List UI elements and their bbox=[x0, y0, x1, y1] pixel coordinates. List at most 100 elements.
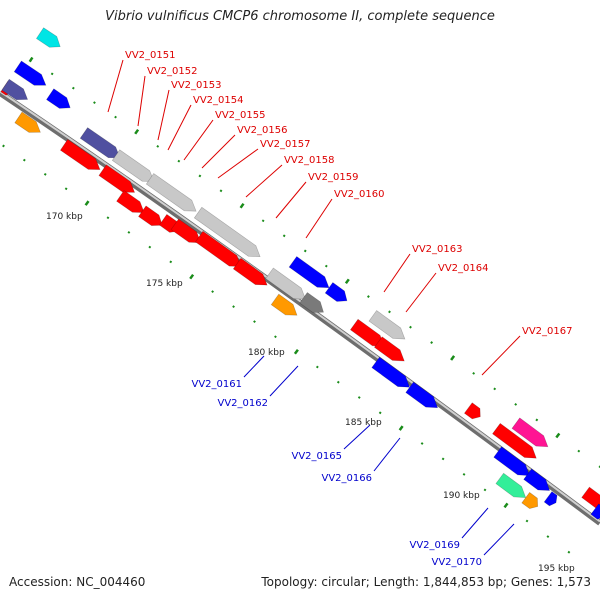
gene-arrow[interactable] bbox=[299, 292, 324, 313]
gene-label-vv2-0155[interactable]: VV2_0155 bbox=[215, 110, 266, 121]
scale-tick bbox=[114, 115, 117, 119]
gene-arrow[interactable] bbox=[523, 468, 551, 491]
gene-arrow[interactable] bbox=[13, 60, 47, 86]
gene-label-vv2-0158[interactable]: VV2_0158 bbox=[284, 155, 335, 166]
gene-arrow[interactable] bbox=[324, 282, 348, 302]
gene-arrow[interactable] bbox=[59, 138, 101, 170]
gene-label-vv2-0161[interactable]: VV2_0161 bbox=[192, 379, 243, 390]
kbp-label-170: 170 kbp bbox=[46, 212, 83, 222]
scale-tick bbox=[219, 189, 223, 193]
gene-arrow[interactable] bbox=[193, 206, 261, 258]
gene-label-vv2-0152[interactable]: VV2_0152 bbox=[147, 66, 198, 77]
scale-tick bbox=[134, 128, 140, 135]
gene-label-vv2-0154[interactable]: VV2_0154 bbox=[193, 95, 244, 106]
gene-arrow[interactable] bbox=[373, 336, 405, 362]
gene-label-vv2-0170[interactable]: VV2_0170 bbox=[432, 557, 483, 568]
gene-arrow[interactable] bbox=[511, 417, 549, 448]
gene-label-vv2-0166[interactable]: VV2_0166 bbox=[322, 473, 373, 484]
leader-line bbox=[269, 365, 299, 397]
scale-tick bbox=[2, 144, 5, 148]
gene-arrow[interactable] bbox=[232, 257, 268, 286]
scale-tick bbox=[420, 442, 424, 445]
scale-tick bbox=[577, 449, 581, 453]
scale-tick bbox=[483, 488, 487, 492]
scale-tick bbox=[357, 396, 361, 399]
gene-arrow[interactable] bbox=[265, 267, 306, 300]
leader-line bbox=[167, 104, 192, 151]
gene-arrow[interactable] bbox=[495, 472, 527, 498]
kbp-label-185: 185 kbp bbox=[345, 418, 382, 428]
gene-label-vv2-0151[interactable]: VV2_0151 bbox=[125, 50, 176, 61]
scale-tick bbox=[535, 418, 539, 422]
gene-label-vv2-0153[interactable]: VV2_0153 bbox=[171, 80, 222, 91]
gene-arrow[interactable] bbox=[288, 256, 330, 289]
scale-tick bbox=[22, 158, 26, 162]
gene-arrow[interactable] bbox=[493, 446, 531, 476]
gene-arrow[interactable] bbox=[368, 310, 406, 340]
leader-line bbox=[305, 198, 333, 239]
gene-arrow[interactable] bbox=[138, 205, 163, 226]
scale-tick bbox=[198, 174, 202, 178]
scale-tick bbox=[189, 273, 195, 280]
gene-arrow[interactable] bbox=[492, 422, 537, 459]
gene-arrow[interactable] bbox=[521, 491, 539, 509]
scale-tick bbox=[430, 341, 434, 344]
leader-line bbox=[201, 134, 236, 169]
scale-tick bbox=[64, 187, 68, 191]
scale-tick bbox=[303, 249, 307, 253]
leader-line bbox=[483, 523, 515, 556]
leader-line bbox=[383, 253, 411, 293]
leader-line bbox=[373, 437, 401, 472]
map-title: Vibrio vulnificus CMCP6 chromosome II, c… bbox=[105, 9, 495, 24]
gene-arrow[interactable] bbox=[170, 218, 202, 244]
gene-arrow[interactable] bbox=[14, 111, 41, 133]
scale-tick bbox=[106, 216, 110, 220]
gene-label-vv2-0162[interactable]: VV2_0162 bbox=[218, 398, 269, 409]
leader-line bbox=[405, 272, 437, 313]
gene-arrow[interactable] bbox=[581, 486, 600, 510]
scale-tick bbox=[450, 355, 456, 361]
gene-arrow[interactable] bbox=[145, 173, 197, 212]
scale-tick bbox=[28, 56, 34, 63]
gene-label-vv2-0165[interactable]: VV2_0165 bbox=[292, 451, 343, 462]
scale-tick bbox=[156, 145, 160, 148]
gene-label-vv2-0163[interactable]: VV2_0163 bbox=[412, 244, 463, 255]
gene-label-vv2-0169[interactable]: VV2_0169 bbox=[410, 540, 461, 551]
genome-summary: Topology: circular; Length: 1,844,853 bp… bbox=[261, 575, 591, 589]
scale-tick bbox=[388, 310, 391, 314]
leader-line bbox=[183, 119, 214, 161]
gene-label-vv2-0157[interactable]: VV2_0157 bbox=[260, 139, 311, 150]
scale-tick bbox=[555, 432, 561, 439]
gene-arrow[interactable] bbox=[1, 78, 29, 101]
gene-arrow[interactable] bbox=[111, 149, 155, 182]
scale-tick bbox=[253, 320, 256, 323]
leader-line bbox=[481, 335, 521, 376]
gene-label-vv2-0167[interactable]: VV2_0167 bbox=[522, 326, 573, 337]
gene-arrow[interactable] bbox=[98, 164, 136, 193]
gene-label-vv2-0159[interactable]: VV2_0159 bbox=[308, 172, 359, 183]
gene-arrow[interactable] bbox=[463, 402, 481, 420]
scale-tick bbox=[148, 245, 152, 249]
gene-arrow[interactable] bbox=[405, 381, 439, 409]
gene-label-vv2-0156[interactable]: VV2_0156 bbox=[237, 125, 288, 136]
gene-label-vv2-0164[interactable]: VV2_0164 bbox=[438, 263, 489, 274]
leader-line bbox=[217, 148, 259, 179]
gene-arrow[interactable] bbox=[116, 190, 145, 213]
scale-tick bbox=[462, 473, 466, 476]
gene-arrow[interactable] bbox=[543, 491, 558, 507]
leader-line bbox=[243, 355, 265, 378]
gene-label-vv2-0160[interactable]: VV2_0160 bbox=[334, 189, 385, 200]
scale-tick bbox=[232, 305, 235, 308]
gene-arrow[interactable] bbox=[590, 503, 600, 520]
kbp-label-190: 190 kbp bbox=[443, 491, 480, 501]
scale-tick bbox=[127, 231, 131, 234]
scale-tick bbox=[503, 502, 509, 509]
accession-label: Accession: NC_004460 bbox=[9, 575, 146, 589]
gene-arrow[interactable] bbox=[270, 293, 298, 316]
scale-tick bbox=[293, 349, 299, 355]
scale-tick bbox=[409, 325, 412, 329]
gene-arrow[interactable] bbox=[46, 88, 71, 109]
gene-arrow[interactable] bbox=[35, 27, 61, 48]
gene-arrow[interactable] bbox=[371, 356, 411, 388]
